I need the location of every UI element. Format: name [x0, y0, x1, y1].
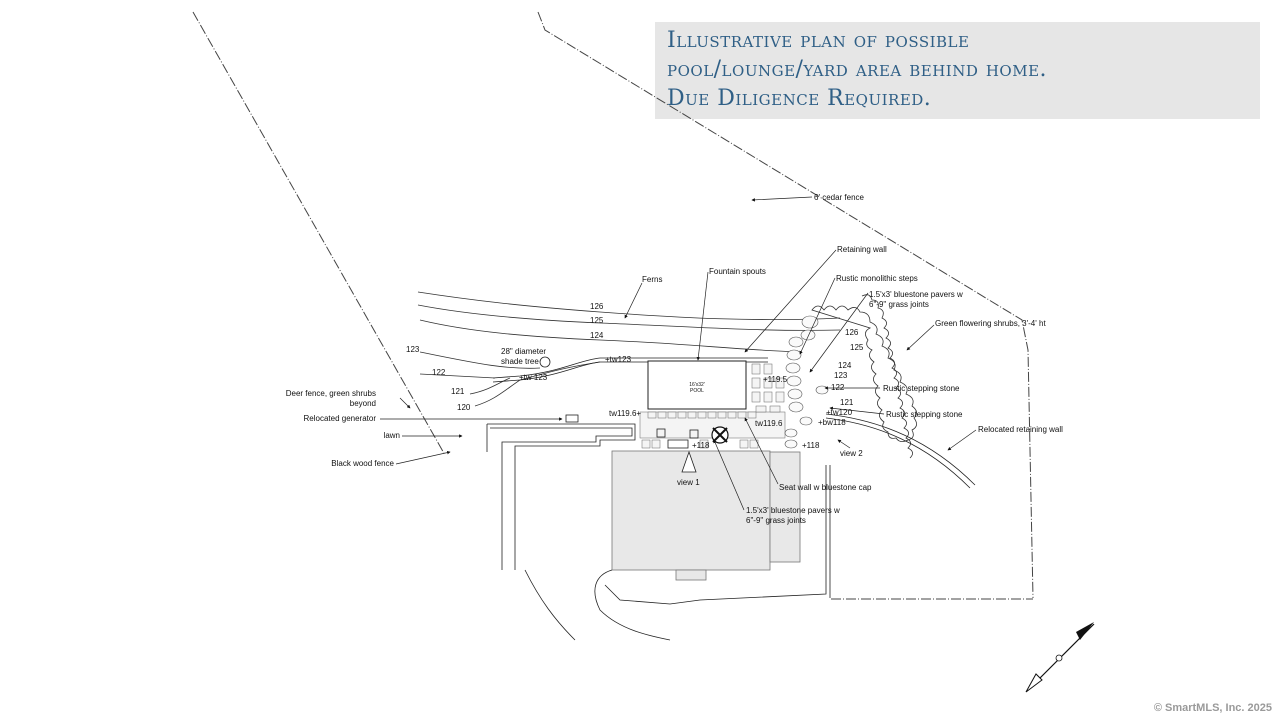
elev-118-b: +118 — [802, 441, 820, 450]
elev-118-a: +118 — [692, 441, 710, 450]
shade-tree — [539, 356, 551, 368]
label-bluestone-bottom-1: 1.5'x3' bluestone pavers w — [746, 506, 840, 515]
label-rustic-stone-2: Rustic stepping stone — [886, 410, 963, 419]
copyright-watermark: © SmartMLS, Inc. 2025 — [1153, 702, 1272, 714]
label-fountain-spouts: Fountain spouts — [709, 267, 766, 276]
house-wing — [769, 451, 801, 563]
label-bluestone-top-2: 6"-9" grass joints — [869, 300, 929, 309]
label-cedar-fence: 6' cedar fence — [814, 193, 865, 202]
elev-tw123-b: +tw 123 — [519, 373, 548, 382]
contour-123: 123 — [406, 345, 420, 354]
contour-lines — [417, 291, 841, 407]
contour-122: 122 — [432, 368, 446, 377]
label-lawn: lawn — [384, 431, 400, 440]
contour-124: 124 — [590, 331, 604, 340]
upper-retaining-wall — [492, 357, 768, 383]
contour-120: 120 — [457, 403, 471, 412]
contour-right-124: 124 — [838, 361, 852, 370]
pool-label: POOL — [690, 388, 704, 394]
label-rustic-steps: Rustic monolithic steps — [836, 274, 918, 283]
label-deer-fence-2: beyond — [350, 399, 376, 408]
label-view-1: view 1 — [677, 478, 700, 487]
title-line-1: Illustrative plan of possible — [667, 28, 970, 53]
label-shade-tree-2: shade tree — [501, 357, 539, 366]
label-shade-tree-1: 28" diameter — [501, 347, 546, 356]
contour-right-126: 126 — [845, 328, 859, 337]
contour-121: 121 — [451, 387, 465, 396]
north-arrow — [1025, 622, 1095, 693]
title-line-2: pool/lounge/yard area behind home. — [667, 57, 1048, 82]
contour-right-122: 122 — [831, 383, 845, 392]
pool-size-label: 16'x32' — [689, 382, 705, 388]
fire-pit-table — [711, 426, 729, 444]
property-line-west — [192, 11, 446, 456]
label-relocated-generator: Relocated generator — [304, 414, 377, 423]
driveway-walls — [486, 423, 831, 641]
label-seat-wall: Seat wall w bluestone cap — [779, 483, 872, 492]
elev-tw1196-b: tw119.6 — [755, 419, 783, 428]
contour-right-121: 121 — [840, 398, 854, 407]
title-line-3: Due Diligence Required. — [667, 86, 932, 111]
property-line-cedar-fence — [537, 11, 1034, 599]
label-ferns: Ferns — [642, 275, 662, 284]
label-retaining-wall: Retaining wall — [837, 245, 887, 254]
label-relocated-retaining-wall: Relocated retaining wall — [978, 425, 1063, 434]
contour-126: 126 — [590, 302, 604, 311]
label-bluestone-bottom-2: 6"-9" grass joints — [746, 516, 806, 525]
label-deer-fence-1: Deer fence, green shrubs — [286, 389, 376, 398]
paver-patio — [639, 363, 786, 449]
contour-125: 125 — [590, 316, 604, 325]
house-stoop — [675, 569, 707, 581]
contour-right-123: 123 — [834, 371, 848, 380]
elev-tw1196-a: tw119.6+ — [609, 409, 641, 418]
pool — [647, 360, 747, 410]
green-flowering-shrubs — [811, 305, 917, 442]
contour-right-125: 125 — [850, 343, 864, 352]
label-black-fence: Black wood fence — [331, 459, 394, 468]
rustic-stepping-stones — [784, 315, 829, 449]
title-panel: Illustrative plan of possible pool/loung… — [655, 22, 1260, 119]
green-shrub-outer-edge — [861, 294, 913, 459]
leader-lines — [380, 196, 977, 511]
label-bluestone-top-1: 1.5'x3' bluestone pavers w — [869, 290, 963, 299]
label-green-shrubs: Green flowering shrubs, 3'-4' ht — [935, 319, 1046, 328]
relocated-retaining-wall — [825, 413, 976, 489]
view-1-marker — [681, 450, 697, 473]
elev-bw118: +bw118 — [818, 418, 846, 427]
label-rustic-stone-1: Rustic stepping stone — [883, 384, 960, 393]
seating-furniture — [656, 428, 699, 449]
elev-tw123-a: +tw123 — [605, 355, 632, 364]
elev-tw120: +tw120 — [826, 408, 853, 417]
label-view-2: view 2 — [840, 449, 863, 458]
elev-1195: +119.5 — [763, 375, 788, 384]
generator — [565, 414, 579, 423]
